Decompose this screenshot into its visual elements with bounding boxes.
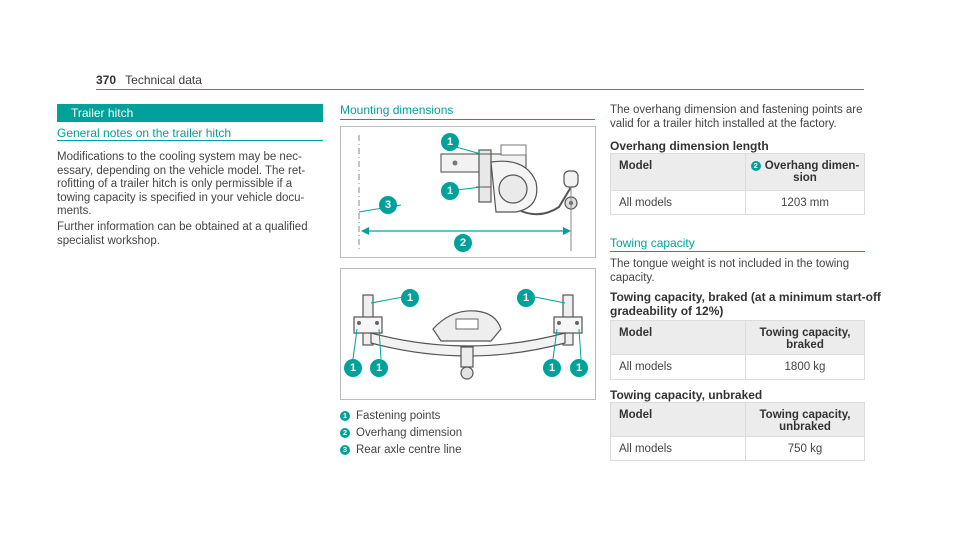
- fastening-points-figure: 1 1 1 1 1 1: [340, 268, 596, 400]
- general-notes-rule: [57, 140, 323, 141]
- table-header-row: Model Towing capacity, braked: [610, 320, 865, 355]
- towing-intro: The tongue weight is not included in the…: [610, 258, 870, 285]
- general-notes-title: General notes on the trailer hitch: [57, 126, 232, 140]
- column-header-line: unbraked: [779, 421, 831, 433]
- braked-towing-table: Model Towing capacity, braked All models…: [610, 320, 865, 380]
- general-notes-paragraph-2: Further information can be obtained at a…: [57, 221, 327, 248]
- cell-value: 750 kg: [745, 436, 865, 461]
- towing-rule: [610, 251, 865, 252]
- callout-fastening-point: 1: [517, 289, 535, 307]
- overhang-intro: The overhang dimension and fastening poi…: [610, 104, 870, 131]
- callout-fastening-point: 1: [543, 359, 561, 377]
- braked-table-title: Towing capacity, braked (at a minimum st…: [610, 290, 881, 318]
- unbraked-towing-table: Model Towing capacity, unbraked All mode…: [610, 402, 865, 461]
- page-header: 370 Technical data: [96, 73, 202, 87]
- column-header-model: Model: [610, 402, 746, 437]
- column-header-model: Model: [610, 320, 746, 355]
- legend-num: 2: [340, 428, 350, 438]
- towing-capacity-title: Towing capacity: [610, 236, 695, 250]
- general-notes-paragraph-1: Modifications to the cooling system may …: [57, 151, 327, 219]
- callout-fastening-point: 1: [401, 289, 419, 307]
- column-header-line: Towing capacity,: [759, 327, 851, 339]
- callout-overhang: 2: [454, 234, 472, 252]
- legend-text: Overhang dimension: [356, 427, 463, 439]
- column-header-model: Model: [610, 153, 746, 191]
- column-header-callout: 2: [750, 161, 761, 171]
- mounting-dimensions-title: Mounting dimensions: [340, 103, 454, 117]
- column-header-line: Towing capacity,: [759, 409, 851, 421]
- cell-model: All models: [610, 354, 746, 380]
- overhang-table-title: Overhang dimension length: [610, 139, 769, 153]
- mounting-rule: [340, 119, 595, 120]
- column-header-line: sion: [793, 172, 817, 184]
- legend-item: 3 Rear axle centre line: [340, 444, 461, 456]
- legend-item: 1 Fastening points: [340, 410, 440, 422]
- callout-fastening-point: 1: [441, 133, 459, 151]
- hitch-side-view-drawing: [358, 135, 579, 251]
- cell-value: 1203 mm: [745, 190, 865, 215]
- legend-text: Fastening points: [356, 410, 441, 422]
- text-line: Towing capacity, braked (at a minimum st…: [610, 290, 881, 304]
- cell-model: All models: [610, 190, 746, 215]
- text-line: specialist workshop.: [57, 234, 160, 247]
- header-rule: [96, 89, 864, 90]
- text-line: rofitting of a trailer hitch is only per…: [57, 178, 293, 190]
- callout-fastening-point: 1: [344, 359, 362, 377]
- table-row: All models 750 kg: [610, 436, 865, 461]
- text-line: Further information can be obtained at a…: [57, 221, 308, 233]
- table-row: All models 1800 kg: [610, 354, 865, 380]
- cell-model: All models: [610, 436, 746, 461]
- callout-rear-axle: 3: [379, 196, 397, 214]
- text-line: capacity.: [610, 271, 655, 284]
- text-line: valid for a trailer hitch installed at t…: [610, 117, 837, 130]
- column-header-line: braked: [786, 339, 824, 351]
- unbraked-table-title: Towing capacity, unbraked: [610, 388, 763, 402]
- legend-num: 1: [340, 411, 350, 421]
- cell-value: 1800 kg: [745, 354, 865, 380]
- column-header-line: Overhang dimen-: [764, 160, 860, 172]
- callout-fastening-point: 1: [570, 359, 588, 377]
- callout-fastening-point: 1: [441, 182, 459, 200]
- legend-text: Rear axle centre line: [356, 444, 462, 456]
- text-line: The overhang dimension and fastening poi…: [610, 104, 863, 116]
- legend-item: 2 Overhang dimension: [340, 427, 462, 439]
- page-number: 370: [96, 73, 117, 87]
- column-header-towing-braked: Towing capacity, braked: [745, 320, 865, 355]
- callout-fastening-point: 1: [370, 359, 388, 377]
- text-line: towing capacity is specified in your veh…: [57, 191, 305, 204]
- legend-num: 3: [340, 445, 350, 455]
- overhang-figure: 1 1 3 2: [340, 126, 596, 258]
- section-name: Technical data: [125, 73, 202, 87]
- table-header-row: Model Towing capacity, unbraked: [610, 402, 865, 437]
- column-header-towing-unbraked: Towing capacity, unbraked: [745, 402, 865, 437]
- text-line: gradeability of 12%): [610, 304, 724, 318]
- hitch-rear-view-drawing: [352, 294, 583, 380]
- table-row: All models 1203 mm: [610, 190, 865, 215]
- text-line: ments.: [57, 205, 92, 217]
- text-line: Modifications to the cooling system may …: [57, 151, 302, 163]
- section-title-bar: Trailer hitch: [57, 104, 323, 122]
- text-line: The tongue weight is not included in the…: [610, 258, 850, 270]
- text-line: essary, depending on the vehicle model. …: [57, 164, 306, 177]
